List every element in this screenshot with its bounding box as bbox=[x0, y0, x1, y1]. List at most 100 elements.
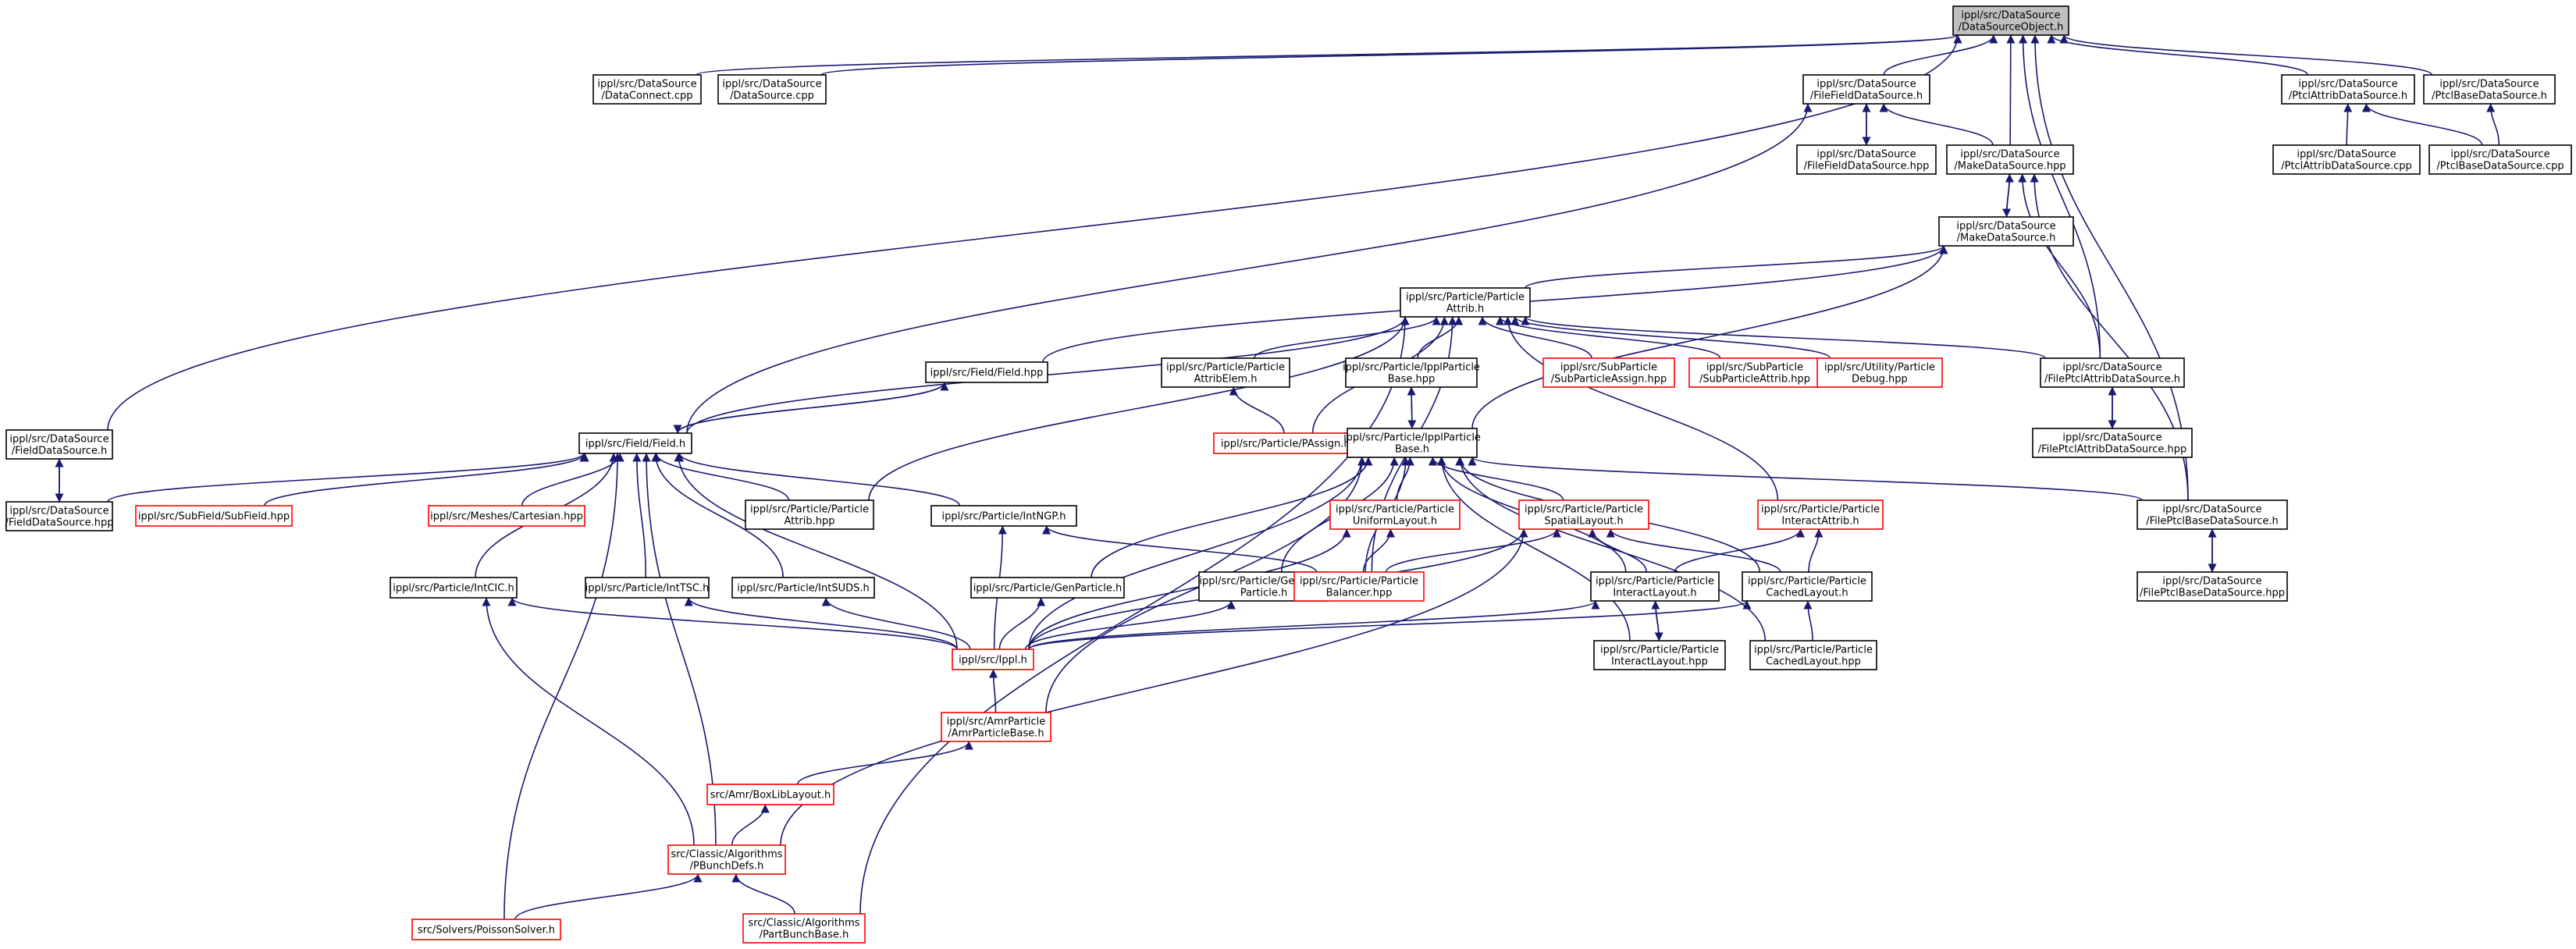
node-label-line: ippl/src/Particle/Particle bbox=[1406, 292, 1525, 304]
graph-node-spatial[interactable]: ippl/src/Particle/ParticleSpatialLayout.… bbox=[1518, 499, 1649, 530]
graph-node-boxlib[interactable]: src/Amr/BoxLibLayout.h bbox=[706, 784, 834, 805]
node-label-line: ippl/src/DataSource bbox=[2298, 79, 2397, 91]
graph-edge bbox=[1879, 103, 1994, 146]
edge-interact-to-interacthpp bbox=[1654, 600, 1663, 642]
edge-fpads-to-pattrib bbox=[1521, 316, 2046, 359]
graph-edge bbox=[632, 453, 646, 578]
graph-node-inttsc[interactable]: ippl/src/Particle/IntTSC.h bbox=[585, 577, 710, 599]
edge-mdshpp-to-mdsh bbox=[2002, 173, 2012, 218]
graph-edge bbox=[2018, 173, 2101, 359]
edge-fdshpp-to-fieldh bbox=[107, 453, 589, 503]
graph-node-dso[interactable]: ippl/src/DataSource/DataSourceObject.h bbox=[1952, 5, 2069, 36]
graph-node-genparticle[interactable]: ippl/src/Particle/GenParticle.h bbox=[970, 577, 1125, 599]
graph-node-fdsh[interactable]: ippl/src/DataSource/FieldDataSource.h bbox=[5, 429, 113, 460]
graph-node-fpbdshpp[interactable]: ippl/src/DataSource/FilePtclBaseDataSour… bbox=[2137, 571, 2288, 602]
node-label-line: ippl/src/Particle/IntNGP.h bbox=[941, 511, 1066, 523]
graph-node-uniform[interactable]: ippl/src/Particle/ParticleUniformLayout.… bbox=[1329, 499, 1461, 530]
edge-pbdscpp-to-pbds bbox=[2486, 103, 2500, 146]
graph-node-fdshpp[interactable]: ippl/src/DataSource/FieldDataSource.hpp bbox=[5, 501, 114, 531]
graph-node-interactattrib[interactable]: ippl/src/Particle/ParticleInteractAttrib… bbox=[1757, 499, 1884, 530]
node-box bbox=[1590, 571, 1720, 602]
node-label-line: /PBunchDefs.h bbox=[690, 861, 764, 873]
graph-node-intsuds[interactable]: ippl/src/Particle/IntSUDS.h bbox=[731, 577, 875, 599]
graph-node-pads[interactable]: ippl/src/DataSource/PtclAttribDataSource… bbox=[2281, 74, 2415, 105]
graph-edge bbox=[1362, 528, 1395, 573]
edge-interact-to-interactattrib bbox=[1674, 528, 1805, 573]
graph-node-padscpp[interactable]: ippl/src/DataSource/PtclAttribDataSource… bbox=[2272, 144, 2421, 175]
graph-node-intcic[interactable]: ippl/src/Particle/IntCIC.h bbox=[390, 577, 518, 599]
graph-node-subattrib[interactable]: ippl/src/SubParticle/SubParticleAttrib.h… bbox=[1688, 357, 1821, 388]
node-label-line: /PtclAttribDataSource.h bbox=[2289, 91, 2407, 102]
graph-node-fpadshpp[interactable]: ippl/src/DataSource/FilePtclAttribDataSo… bbox=[2032, 428, 2193, 458]
graph-edge bbox=[503, 453, 622, 920]
graph-node-pbunch[interactable]: src/Classic/Algorithms/PBunchDefs.h bbox=[667, 844, 786, 875]
node-label-line: Base.h bbox=[1395, 444, 1429, 456]
graph-node-ffdshpp[interactable]: ippl/src/DataSource/FileFieldDataSource.… bbox=[1796, 144, 1937, 175]
graph-node-fieldhpp[interactable]: ippl/src/Field/Field.hpp bbox=[925, 361, 1048, 383]
edge-ippl-to-fieldh bbox=[674, 453, 958, 650]
node-label-line: ippl/src/Particle/Particle bbox=[1761, 504, 1880, 516]
node-box bbox=[428, 505, 585, 527]
graph-node-partbunch[interactable]: src/Classic/Algorithms/PartBunchBase.h bbox=[742, 913, 866, 944]
graph-node-amrpb[interactable]: ippl/src/AmrParticle/AmrParticleBase.h bbox=[941, 712, 1051, 742]
edge-passign-to-pattribelem bbox=[1229, 386, 1285, 434]
graph-node-cartesian[interactable]: ippl/src/Meshes/Cartesian.hpp bbox=[428, 505, 585, 527]
edge-layer bbox=[55, 34, 2500, 920]
graph-edge bbox=[1229, 386, 1285, 434]
edge-subattrib-to-pattrib bbox=[1496, 316, 1721, 359]
node-box bbox=[2423, 74, 2556, 105]
graph-node-dscpp[interactable]: ippl/src/DataSource/DataSource.cpp bbox=[717, 74, 827, 105]
graph-node-pattrib[interactable]: ippl/src/Particle/ParticleAttrib.h bbox=[1400, 287, 1531, 318]
graph-node-fpads[interactable]: ippl/src/DataSource/FilePtclAttribDataSo… bbox=[2040, 357, 2185, 388]
graph-node-intngp[interactable]: ippl/src/Particle/IntNGP.h bbox=[930, 505, 1077, 527]
node-label-line: /PartBunchBase.h bbox=[760, 929, 849, 941]
graph-node-subassign[interactable]: ippl/src/SubParticle/SubParticleAssign.h… bbox=[1542, 357, 1675, 388]
graph-edge bbox=[1091, 457, 1373, 578]
node-label-line: ippl/src/Particle/Particle bbox=[1300, 576, 1418, 588]
graph-node-mdsh[interactable]: ippl/src/DataSource/MakeDataSource.h bbox=[1938, 216, 2074, 247]
graph-node-fpbds[interactable]: ippl/src/DataSource/FilePtclBaseDataSour… bbox=[2137, 499, 2288, 530]
edge-balancer-to-intngp bbox=[1042, 525, 1318, 573]
graph-node-cachedhpp[interactable]: ippl/src/Particle/ParticleCachedLayout.h… bbox=[1749, 640, 1877, 670]
node-label-line: /FilePtclBaseDataSource.hpp bbox=[2140, 588, 2285, 599]
node-box bbox=[1593, 640, 1726, 670]
edge-padscpp-to-pads bbox=[2343, 103, 2353, 146]
graph-node-ffds[interactable]: ippl/src/DataSource/FileFieldDataSource.… bbox=[1802, 74, 1930, 105]
edge-subassign-to-pattrib bbox=[1478, 316, 1592, 359]
edge-ippl-to-genarray bbox=[1024, 600, 1236, 650]
graph-node-subfield[interactable]: ippl/src/SubField/SubField.hpp bbox=[135, 505, 293, 527]
node-label-line: /FieldDataSource.hpp bbox=[5, 517, 114, 529]
graph-edge bbox=[1385, 528, 1561, 573]
graph-node-ippl[interactable]: ippl/src/Ippl.h bbox=[952, 649, 1034, 670]
graph-node-pbdscpp[interactable]: ippl/src/DataSource/PtclBaseDataSource.c… bbox=[2428, 144, 2572, 175]
edge-balancer-to-uniform bbox=[1362, 528, 1395, 573]
graph-node-mdshpp[interactable]: ippl/src/DataSource/MakeDataSource.hpp bbox=[1946, 144, 2074, 175]
graph-edge bbox=[1808, 528, 1823, 573]
node-box bbox=[2137, 571, 2288, 602]
graph-node-dconn[interactable]: ippl/src/DataSource/DataConnect.cpp bbox=[592, 74, 702, 105]
graph-edge bbox=[1024, 600, 1236, 650]
node-box bbox=[970, 577, 1125, 599]
node-box bbox=[1802, 74, 1930, 105]
graph-edge bbox=[482, 597, 695, 846]
graph-node-fieldh[interactable]: ippl/src/Field/Field.h bbox=[578, 432, 692, 454]
graph-edge bbox=[507, 597, 958, 650]
graph-node-pbds[interactable]: ippl/src/DataSource/PtclBaseDataSource.h bbox=[2423, 74, 2556, 105]
graph-node-interact[interactable]: ippl/src/Particle/ParticleInteractLayout… bbox=[1590, 571, 1720, 602]
node-label-line: ippl/src/Meshes/Cartesian.hpp bbox=[430, 511, 583, 523]
graph-edge bbox=[731, 804, 770, 846]
graph-edge bbox=[1407, 386, 1417, 429]
graph-node-poisson[interactable]: src/Solvers/PoissonSolver.h bbox=[411, 919, 561, 940]
node-box bbox=[667, 844, 786, 875]
graph-node-pattribhpp[interactable]: ippl/src/Particle/ParticleAttrib.hpp bbox=[745, 499, 874, 530]
graph-node-interacthpp[interactable]: ippl/src/Particle/ParticleInteractLayout… bbox=[1593, 640, 1726, 670]
node-label-line: src/Classic/Algorithms bbox=[748, 918, 859, 929]
node-label-line: ippl/src/DataSource bbox=[722, 79, 821, 91]
